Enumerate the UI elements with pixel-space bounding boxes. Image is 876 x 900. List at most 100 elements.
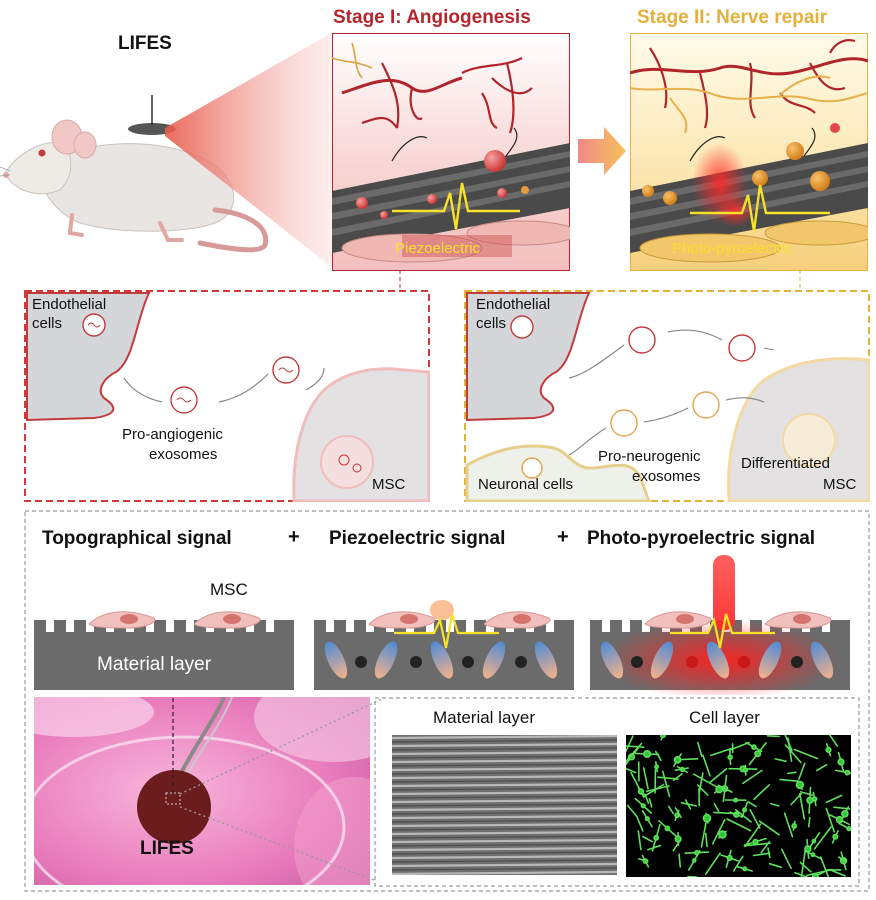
- cell-shape: [684, 799, 692, 810]
- cell-body: [702, 813, 712, 823]
- cell-body: [791, 823, 798, 829]
- angiogenic-mechanism-panel: [24, 290, 430, 502]
- cell-shape: [713, 802, 720, 812]
- cell-body: [718, 830, 727, 839]
- cell-body: [811, 838, 817, 844]
- cell-body: [653, 834, 660, 841]
- stage2-signal-label: Photo-pyroelectric: [672, 240, 793, 257]
- cell-shape: [717, 784, 733, 793]
- cell-shape: [626, 767, 637, 774]
- topographical-schematic: [34, 611, 294, 690]
- cell-body: [664, 825, 671, 832]
- cell-body: [727, 754, 733, 761]
- cell-shape: [698, 772, 704, 794]
- cell-shape: [696, 784, 709, 796]
- cell-shape: [661, 770, 671, 798]
- cell-body: [754, 750, 762, 758]
- exosome-label-2: exosomes: [149, 446, 218, 463]
- cell-body: [751, 744, 757, 750]
- cell-shape: [774, 758, 787, 763]
- stage1-panel: [332, 33, 570, 271]
- stage-arrow: [578, 127, 626, 175]
- cell-shape: [813, 826, 832, 850]
- endothelial-label-r2: cells: [476, 315, 507, 332]
- signal-topographical: Topographical signal: [42, 528, 232, 549]
- culture-dish-photo: [34, 697, 370, 885]
- cell-shape: [825, 794, 843, 804]
- diff-msc-label-2: MSC: [823, 476, 857, 493]
- cell-body: [795, 780, 805, 790]
- cell-shape: [713, 811, 739, 815]
- cell-shape: [709, 767, 728, 783]
- cell-shape: [643, 793, 650, 804]
- cell-body: [643, 750, 652, 759]
- cell-shape: [693, 773, 718, 788]
- cell-body: [832, 833, 839, 840]
- zoom-connectors: [399, 270, 801, 290]
- signal-piezoelectric: Piezoelectric signal: [329, 528, 506, 549]
- cell-shape: [819, 856, 830, 877]
- neuronal-cell: [465, 444, 652, 502]
- cell-body: [743, 767, 749, 773]
- cell-body: [846, 826, 851, 832]
- cell-shape: [807, 816, 811, 828]
- cell-body: [726, 854, 733, 861]
- cell-shape: [758, 820, 780, 836]
- material-layer-title: Material layer: [433, 708, 536, 727]
- cell-shape: [700, 822, 707, 848]
- device-label: LIFES: [118, 33, 172, 54]
- cell-body: [642, 858, 649, 864]
- cell-shape: [705, 852, 721, 875]
- blood-vessel: [341, 76, 463, 95]
- cell-shape: [729, 741, 750, 751]
- mouse-illustration: [0, 95, 269, 253]
- cell-shape: [799, 861, 812, 873]
- cell-shape: [654, 750, 662, 762]
- cell-body: [692, 858, 697, 863]
- cell-shape: [648, 798, 653, 808]
- cell-shape: [783, 812, 794, 838]
- stage2-title: Stage II: Nerve repair: [637, 7, 828, 28]
- cell-body: [742, 866, 748, 872]
- cell-shape: [626, 742, 643, 763]
- cell-body: [752, 838, 759, 845]
- cell-shape: [657, 776, 679, 780]
- lifes-photo-label: LIFES: [140, 838, 194, 859]
- cell-shape: [794, 871, 809, 877]
- cell-body: [810, 852, 816, 858]
- msc-label-left: MSC: [372, 476, 406, 493]
- cell-shape: [793, 748, 819, 760]
- signal-wave: [392, 182, 520, 230]
- cell-shape: [726, 818, 752, 832]
- cell-shape: [697, 741, 703, 758]
- zoom-lines-bottom: [179, 697, 385, 881]
- cell-body: [837, 758, 845, 766]
- cell-body: [659, 735, 667, 739]
- cell-shape: [641, 835, 653, 843]
- cell-shape: [704, 832, 708, 848]
- neuronal-cells-label: Neuronal cells: [478, 476, 574, 493]
- stage1-title: Stage I: Angiogenesis: [333, 7, 531, 28]
- cell-shape: [747, 801, 757, 808]
- plus-sign-2: +: [557, 526, 569, 548]
- cell-shape: [642, 767, 649, 790]
- cell-body: [806, 796, 814, 804]
- cell-shape: [732, 855, 744, 872]
- exosome-label-1: Pro-angiogenic: [122, 426, 223, 443]
- stage2-panel: [630, 33, 868, 271]
- neuro-exosome-label-1: Pro-neurogenic: [598, 448, 701, 465]
- sem-material-image: [392, 735, 617, 875]
- cell-shape: [637, 830, 642, 851]
- cell-body: [844, 769, 851, 776]
- plus-sign-1: +: [288, 526, 300, 548]
- endothelial-cell: [26, 292, 151, 422]
- stage1-signal-label: Piezoelectric: [395, 240, 481, 257]
- fluorescence-cell-image: [626, 735, 851, 877]
- cell-body: [640, 803, 646, 809]
- cell-shape: [779, 778, 799, 783]
- diff-msc-label-1: Differentiated: [741, 455, 830, 472]
- cell-shape: [768, 862, 782, 869]
- signal-photo-pyroelectric: Photo-pyroelectric signal: [587, 528, 816, 549]
- cell-body: [841, 810, 849, 818]
- cell-shape: [749, 808, 761, 829]
